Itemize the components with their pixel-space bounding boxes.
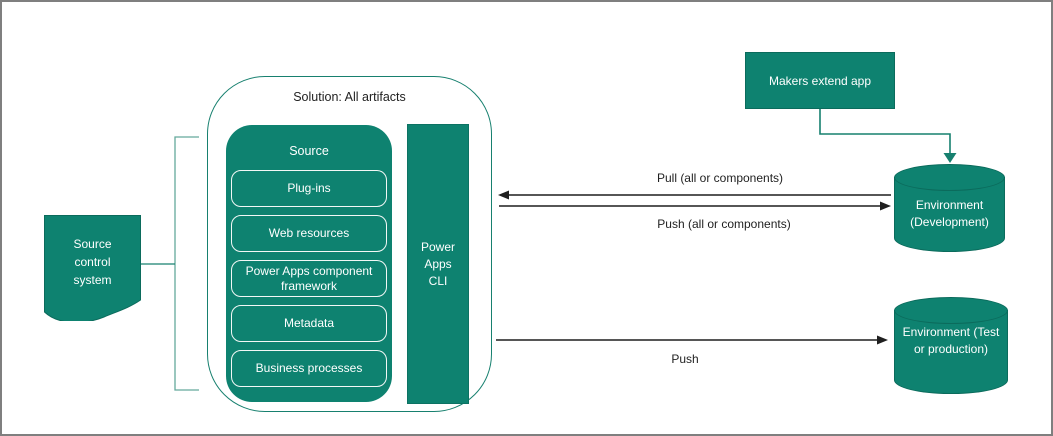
pull-arrowhead-icon [498, 190, 509, 200]
source-control-system-shape: Source control system [44, 215, 141, 321]
cylinder-top [894, 164, 1005, 191]
makers-arrowhead-icon [943, 153, 957, 163]
source-item-plug-ins: Plug-ins [231, 170, 387, 207]
power-apps-cli-bar: Power Apps CLI [407, 124, 469, 404]
push-all-arrow-label: Push (all or components) [657, 217, 791, 231]
source-group-title: Source [289, 144, 329, 158]
group-bracket [174, 136, 199, 391]
source-item-business-processes: Business processes [231, 350, 387, 387]
cylinder-body [894, 310, 1008, 394]
makers-extend-app-box: Makers extend app [745, 52, 895, 109]
source-item-web-resources: Web resources [231, 215, 387, 252]
pull-arrow-label: Pull (all or components) [656, 171, 784, 185]
makers-connector [819, 109, 951, 153]
source-group: Source Plug-ins Web resources Power Apps… [226, 125, 392, 402]
power-apps-cli-label: Power Apps CLI [420, 239, 455, 288]
cylinder-top [894, 297, 1008, 324]
push-all-arrowhead-icon [880, 201, 891, 211]
document-shape-icon [44, 215, 141, 321]
push-arrow-label: Push [671, 352, 699, 366]
environment-test-production-cylinder: Environment (Test or production) [894, 297, 1008, 394]
environment-development-cylinder: Environment (Development) [894, 164, 1005, 252]
push-arrowhead-icon [877, 335, 888, 345]
source-control-label: Source control system [73, 237, 112, 287]
source-item-metadata: Metadata [231, 305, 387, 342]
source-item-component-framework: Power Apps component framework [231, 260, 387, 297]
solution-title: Solution: All artifacts [293, 90, 406, 104]
environment-development-label: Environment (Development) [910, 198, 989, 229]
environment-test-production-label: Environment (Test or production) [902, 325, 1000, 356]
source-items-list: Plug-ins Web resources Power Apps compon… [226, 170, 392, 387]
